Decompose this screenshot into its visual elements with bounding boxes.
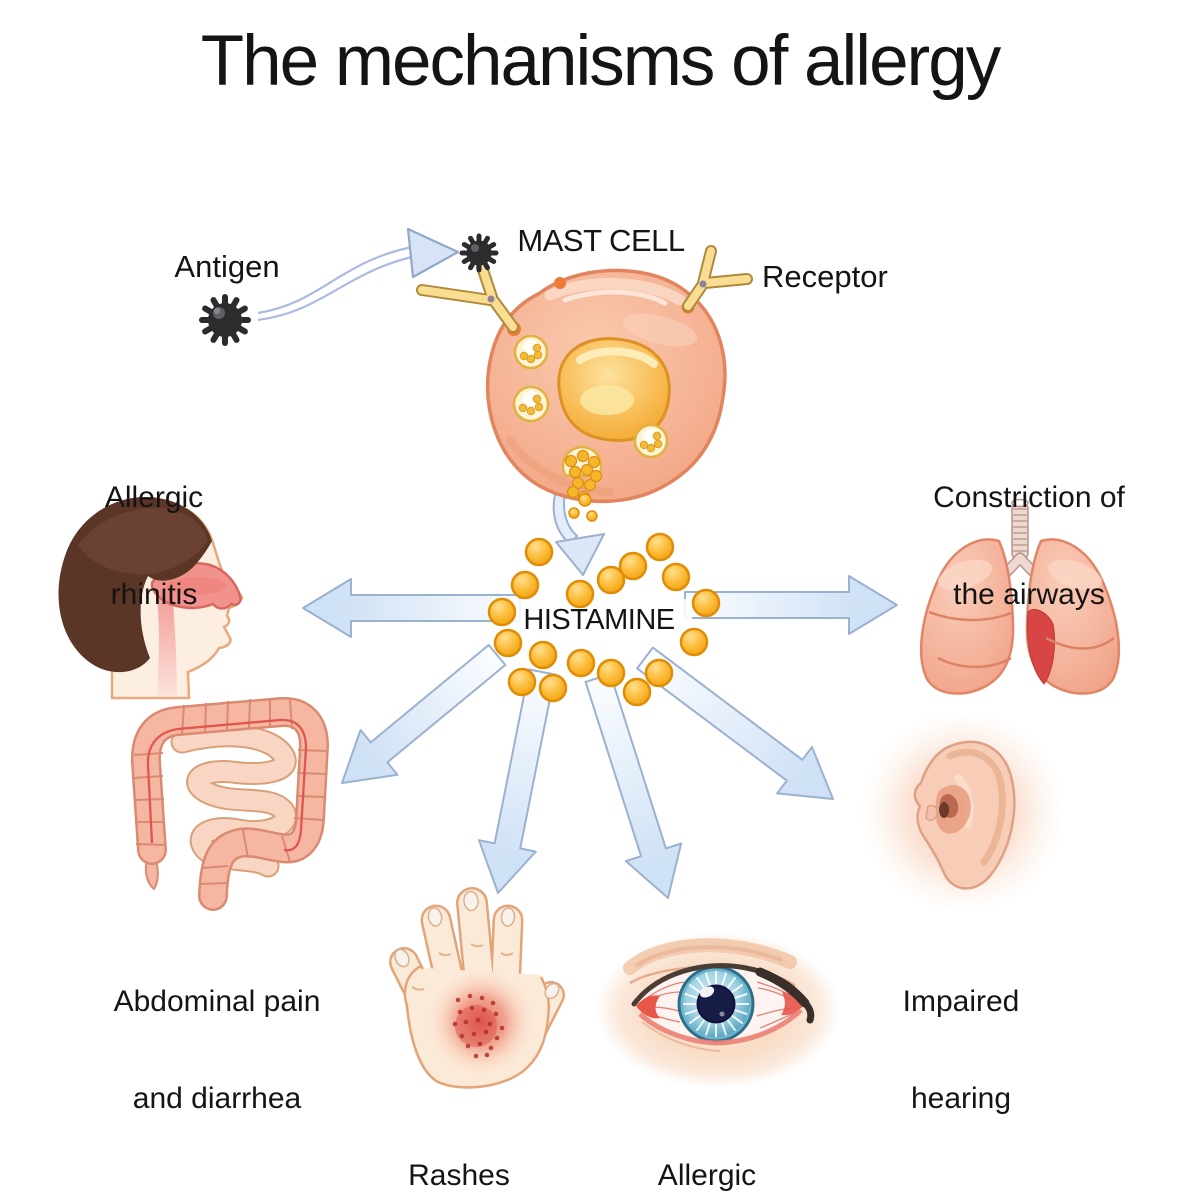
trachea-ribs: [1013, 508, 1027, 552]
head-profile-illustration: [58, 497, 244, 700]
allergic-conjunctivitis-label: Allergic conjunctivitis: [657, 1158, 757, 1192]
lower-lid-rim: [638, 1008, 803, 1046]
impaired-hearing-label: Impaired hearing: [902, 984, 1020, 1115]
arrow-rashes: [478, 668, 556, 894]
antigen-label: Antigen: [174, 249, 280, 284]
antigen-molecule-icon: [199, 294, 251, 346]
inner-corner: [636, 995, 660, 1019]
bound-antigen-icon: [459, 233, 499, 273]
antigen-arrow: [257, 227, 460, 322]
receptor-right: [682, 245, 753, 312]
histamine-label: HISTAMINE: [523, 604, 675, 636]
rash-spot: [427, 968, 535, 1076]
tragus: [925, 804, 938, 821]
inflamed-patch: [1027, 609, 1056, 685]
iris: [677, 965, 755, 1043]
haustra-lines: [133, 698, 329, 885]
lungs-illustration: [919, 498, 1121, 695]
throat: [157, 597, 177, 696]
receptor-label: Receptor: [762, 259, 888, 294]
appendix: [144, 856, 159, 891]
degranulation-arrow: [552, 485, 605, 576]
knuckle-creases: [411, 943, 514, 991]
mesenteric-artery: [146, 718, 308, 852]
histamine-arrows: [302, 575, 898, 899]
rashes-hives-label: Rashes and hives: [408, 1158, 510, 1192]
granule: [513, 334, 549, 370]
hand-rash-illustration: [389, 887, 565, 1089]
ear-illustration: [861, 710, 1065, 914]
receptor-left: [416, 261, 519, 333]
arrow-hearing: [636, 646, 834, 800]
granule: [633, 423, 669, 459]
rash-dots: [452, 993, 505, 1059]
eye-illustration: [596, 932, 840, 1088]
abdominal-pain-label: Abdominal pain and diarrhea: [113, 984, 321, 1115]
mast-cell-label: MAST CELL: [517, 223, 685, 258]
allergic-rhinitis-label: Allergic rhinitis: [104, 480, 204, 611]
arrow-abdominal: [341, 644, 507, 784]
histamine-release-dots: [487, 493, 721, 707]
arrow-left-rhinitis: [302, 578, 521, 638]
ear-canal: [939, 802, 949, 818]
mast-cell-illustration: [416, 233, 753, 504]
fingernails: [394, 890, 560, 1000]
arrow-conjunctivitis: [584, 673, 683, 899]
granule: [512, 385, 550, 423]
intestines-illustration: [130, 697, 329, 911]
constriction-airways-label: Constriction of the airways: [933, 480, 1125, 611]
page-title: The mechanisms of allergy: [200, 22, 1001, 101]
